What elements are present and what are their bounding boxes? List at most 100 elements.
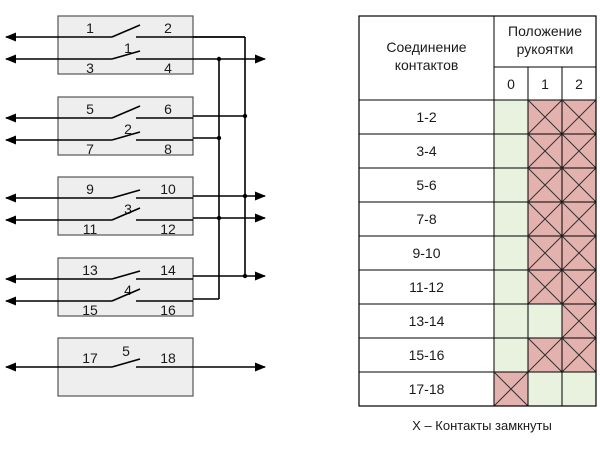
cell-open (493, 99, 529, 135)
contact-label-8: 8 (164, 141, 172, 157)
row-name: 1-2 (416, 109, 436, 125)
table-row: 17-18 (358, 371, 597, 407)
header-connection-text: контактов (395, 57, 459, 73)
header-connection-text: Соединение (386, 39, 466, 55)
x-mark (561, 303, 597, 339)
contact-13-14: 13 14 (4, 262, 193, 284)
cell-open (527, 371, 563, 407)
legend-text: X – Контакты замкнуты (412, 418, 552, 433)
switch-number: 3 (124, 201, 132, 217)
switch-4: 4 (57, 257, 194, 317)
header-position-text: рукоятки (517, 41, 574, 57)
switch-2: 2 (57, 96, 194, 156)
contact-label-9: 9 (86, 181, 94, 197)
table-row: 11-12 (358, 269, 597, 305)
contact-label-18: 18 (160, 350, 176, 366)
x-mark (527, 167, 563, 203)
contact-blade (111, 131, 141, 141)
cell-open (561, 371, 597, 407)
contact-blade (111, 24, 141, 38)
contact-label-17: 17 (82, 350, 98, 366)
x-mark (561, 235, 597, 271)
x-mark (527, 337, 563, 373)
switch-box (57, 257, 194, 317)
x-mark (561, 167, 597, 203)
x-mark (527, 235, 563, 271)
contact-table: Соединение контактов Положение рукоятки 0 1 2 1… (358, 15, 597, 407)
cell-open (493, 201, 529, 237)
header-position-text: Положение (508, 23, 582, 39)
row-name-cell (358, 269, 495, 305)
contact-9-10: 9 10 (4, 181, 193, 203)
cell-open (493, 167, 529, 203)
position-label-2: 2 (575, 76, 583, 92)
table-row: 9-10 (358, 235, 597, 271)
table-row: 5-6 (358, 167, 597, 203)
contact-blade (111, 105, 141, 119)
contact-label-2: 2 (164, 20, 172, 36)
switch-number: 4 (124, 282, 132, 298)
switch-number: 5 (122, 343, 130, 359)
row-name: 3-4 (416, 143, 436, 159)
cell-open (493, 269, 529, 305)
contact-blade (111, 270, 141, 280)
table-row: 1-2 (358, 99, 597, 135)
switch-3: 3 (57, 176, 194, 236)
header-position-cell (493, 15, 597, 68)
table-row: 13-14 (358, 303, 597, 339)
row-name-cell (358, 201, 495, 237)
cell-open (493, 337, 529, 373)
x-mark (561, 269, 597, 305)
cell-open (493, 133, 529, 169)
contact-label-14: 14 (160, 262, 176, 278)
x-mark (561, 99, 597, 135)
row-name-cell (358, 337, 495, 373)
x-mark (561, 133, 597, 169)
contact-label-13: 13 (82, 262, 98, 278)
table-row: 7-8 (358, 201, 597, 237)
x-mark (527, 201, 563, 237)
contact-label-1: 1 (86, 20, 94, 36)
cell-open (493, 235, 529, 271)
contact-label-11: 11 (83, 221, 98, 237)
contact-blade (111, 207, 141, 221)
row-name: 7-8 (416, 211, 436, 227)
contact-label-3: 3 (86, 60, 94, 76)
x-mark (527, 99, 563, 135)
position-label-0: 0 (507, 76, 515, 92)
row-name: 17-18 (409, 381, 445, 397)
contact-blade (111, 358, 141, 368)
contact-blade (111, 288, 141, 302)
switch-1: 1 (57, 15, 194, 75)
row-name: 15-16 (409, 347, 445, 363)
row-name: 11-12 (409, 279, 444, 295)
switch-box (57, 176, 194, 236)
switch-number: 2 (124, 121, 132, 137)
contact-label-10: 10 (160, 181, 176, 197)
position-label-1: 1 (541, 76, 549, 92)
x-mark (561, 201, 597, 237)
contact-blade (111, 189, 141, 199)
row-name-cell (358, 303, 495, 339)
x-mark (527, 269, 563, 305)
table-border (358, 15, 597, 407)
row-name: 13-14 (409, 313, 445, 329)
contact-blade (111, 50, 141, 60)
x-mark (493, 371, 529, 407)
row-name: 5-6 (416, 177, 436, 193)
x-mark (561, 337, 597, 373)
x-mark (527, 133, 563, 169)
contact-label-16: 16 (160, 302, 176, 318)
position-header-cell (527, 66, 563, 101)
switch-number: 1 (124, 40, 132, 56)
row-name: 9-10 (412, 245, 440, 261)
cell-open (527, 303, 563, 339)
row-name-cell (358, 99, 495, 135)
